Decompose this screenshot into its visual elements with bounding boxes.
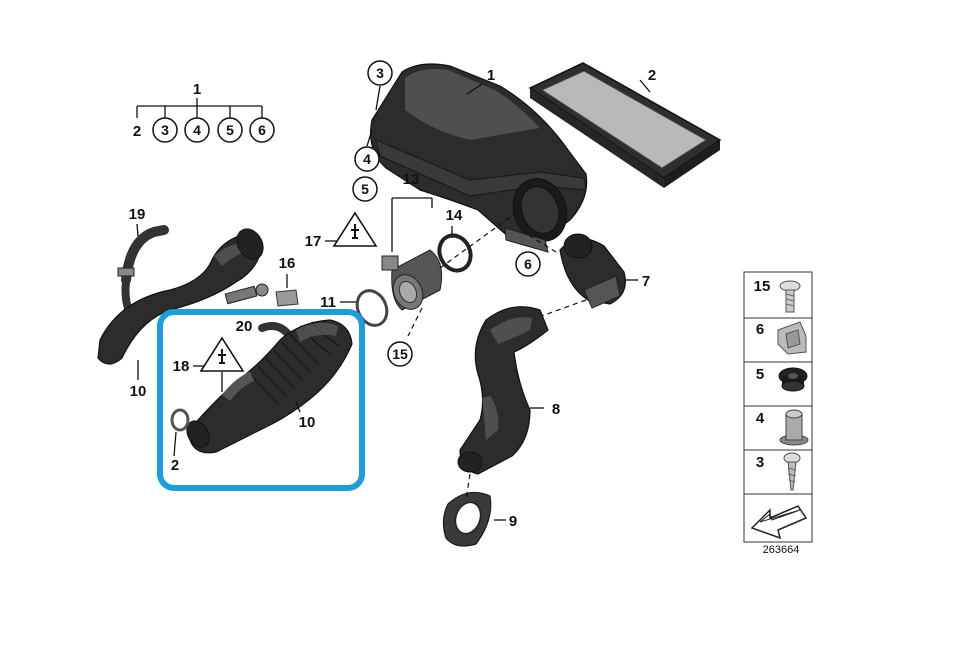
callout-6-duct: 6 [524, 256, 532, 272]
callout-4-housing: 4 [363, 151, 371, 167]
intake-silencer-housing: 1 [370, 63, 588, 253]
callout-3-housing: 3 [376, 65, 384, 81]
highlight-box [157, 309, 365, 491]
callout-17: 17 [305, 233, 322, 250]
callout-1-group: 1 [193, 81, 201, 98]
legend-3: 3 [756, 454, 764, 471]
callout-19: 19 [129, 206, 146, 223]
callout-11: 11 [320, 294, 336, 311]
legend-5: 5 [756, 366, 764, 383]
fastener-legend: 15 6 5 4 3 [743, 271, 813, 543]
warning-triangle-17: 17 [305, 211, 378, 250]
callout-5-housing: 5 [361, 181, 369, 197]
callout-10-right: 10 [299, 414, 316, 431]
warning-triangle-18: 18 [173, 336, 245, 392]
self-tapping-screw-icon [783, 452, 801, 491]
callout-15: 15 [392, 346, 408, 362]
legend-15: 15 [754, 278, 771, 295]
reference-number: 263664 [763, 544, 800, 556]
callout-2-filter: 2 [648, 67, 656, 84]
callout-13: 13 [403, 171, 420, 188]
rubber-bushing-icon [779, 409, 809, 446]
callout-3-group: 3 [161, 122, 169, 138]
callout-14: 14 [446, 207, 463, 224]
charge-air-pipe-left: 10 [97, 228, 264, 400]
callout-18: 18 [173, 358, 190, 375]
legend-4: 4 [756, 410, 765, 427]
page-arrow-icon [750, 505, 808, 540]
group-legend: 1 2 3 4 5 6 [133, 81, 275, 143]
callout-1-housing: 1 [487, 67, 495, 84]
callout-9: 9 [509, 513, 517, 530]
callout-6-group: 6 [258, 122, 266, 138]
callout-5-group: 5 [226, 122, 234, 138]
callout-10-left: 10 [130, 383, 147, 400]
callout-2-clamp: 2 [171, 457, 179, 474]
callout-8: 8 [552, 401, 560, 418]
air-filter-element: 2 [528, 62, 722, 188]
air-mass-meter: 13 14 [381, 171, 521, 337]
rubber-grommet-icon [778, 367, 808, 392]
clip-icon [777, 321, 807, 355]
charge-air-pipe-highlighted: 20 10 2 [170, 318, 353, 474]
intake-duct-lower: 8 9 [442, 306, 560, 547]
callout-4-group: 4 [193, 122, 201, 138]
callout-7: 7 [642, 273, 650, 290]
callout-20: 20 [236, 318, 253, 335]
intake-duct-upper: 6 7 [515, 233, 650, 319]
callout-2-group: 2 [133, 123, 141, 140]
torx-screw-icon [779, 280, 801, 313]
sensor-16: 16 [224, 255, 299, 307]
callout-16: 16 [279, 255, 296, 272]
legend-6: 6 [756, 321, 764, 338]
